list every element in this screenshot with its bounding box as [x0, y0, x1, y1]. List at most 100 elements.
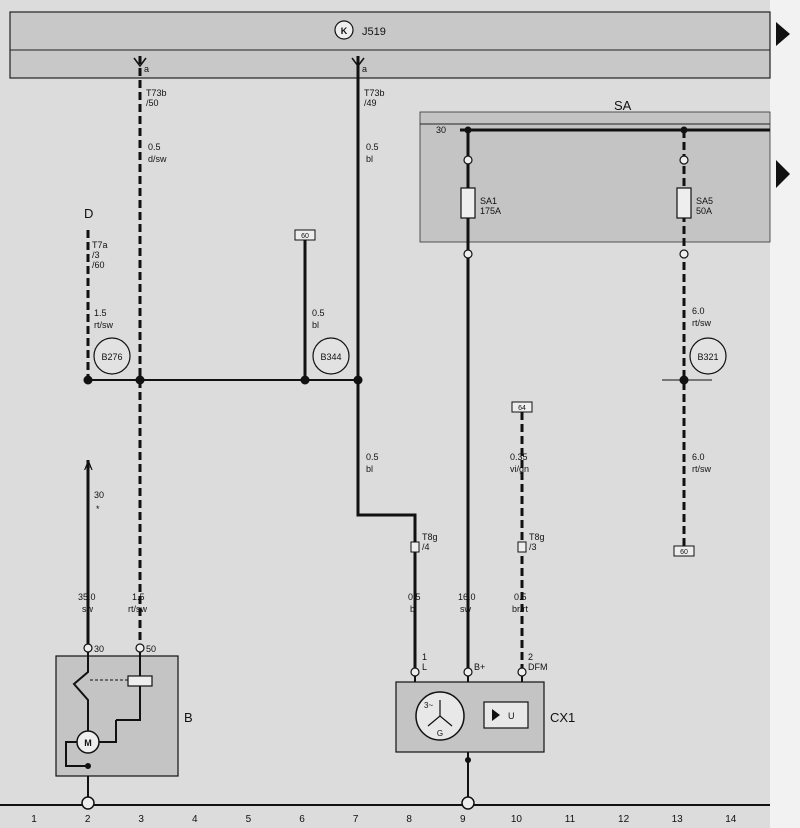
right-margin — [770, 0, 800, 828]
splice-dot-col6 — [300, 375, 310, 385]
terminal-cx1-2-label: 2 — [528, 652, 533, 662]
conn-t7a-pin2: /60 — [92, 260, 105, 270]
wire-size-w10-top: 0.35 — [510, 452, 528, 462]
wire-size-w2-a: 35.0 — [78, 592, 96, 602]
conn-t7a-name: T7a — [92, 240, 108, 250]
grid-number: 12 — [618, 814, 630, 825]
fuse-sa5-terminal-bot — [679, 249, 689, 259]
terminal-cx1-1-label: 1 — [422, 652, 427, 662]
bus-30-label: 30 — [436, 125, 446, 135]
ref-col6: 60 — [301, 233, 309, 240]
conn-t7a-pin: /3 — [92, 250, 100, 260]
ground-point-col9 — [461, 796, 475, 810]
arrow-letter-col3: a — [144, 64, 149, 74]
ref-box-col13 — [673, 545, 695, 557]
relay-switch — [72, 652, 89, 740]
splice-dot-col3 — [135, 375, 145, 385]
fuse-sa1-terminal-bot — [463, 249, 473, 259]
sa-label: SA — [614, 98, 632, 113]
conn-t73b-49-name: T73b — [364, 88, 385, 98]
fuse-sa1-terminal-top — [463, 155, 473, 165]
wire-size-w13-bot: 6.0 — [692, 452, 705, 462]
terminal-cx1-2 — [517, 667, 527, 677]
wire-color-w2-d: rt/sw — [94, 320, 113, 330]
splice-dot-col2 — [83, 375, 93, 385]
ground-point-col2 — [81, 796, 95, 810]
node-b321-label: B321 — [697, 352, 718, 362]
bus-dot-col13 — [680, 126, 688, 134]
wire-color-w9: sw — [460, 604, 472, 614]
grid-number: 13 — [672, 814, 684, 825]
wire-color-w13-top: rt/sw — [692, 318, 711, 328]
wire-color-w7-mid: bl — [366, 464, 373, 474]
conn-t73b-50-name: T73b — [146, 88, 167, 98]
label-cx1: CX1 — [550, 710, 575, 725]
grid-number: 6 — [299, 814, 305, 825]
node-b344-label: B344 — [320, 352, 341, 362]
grid-number: 5 — [246, 814, 252, 825]
relay-coil — [127, 675, 153, 687]
wire-color-w8: bl — [410, 604, 417, 614]
motor-label: M — [84, 738, 92, 748]
grid-number: 9 — [460, 814, 466, 825]
terminal-b-30-label: 30 — [94, 644, 104, 654]
component-b-starter: 30 50 M — [55, 643, 179, 777]
wire-color-w3-top: d/sw — [148, 154, 167, 164]
grid-number: 14 — [725, 814, 737, 825]
terminal-b-50-label: 50 — [146, 644, 156, 654]
terminal-cx1-dfm-label: DFM — [528, 662, 548, 672]
label-a-value: 30 — [94, 490, 104, 500]
grid-number: 7 — [353, 814, 359, 825]
node-b276 — [93, 337, 131, 375]
fuse-sa5 — [676, 187, 692, 219]
j519-label: J519 — [362, 26, 386, 38]
grid-number: 2 — [85, 814, 91, 825]
conn-t8g-4-pin: /4 — [422, 542, 430, 552]
terminal-cx1-b — [463, 667, 473, 677]
ref-box-col6 — [294, 229, 316, 241]
grid-number: 3 — [138, 814, 144, 825]
fuse-sa1 — [460, 187, 476, 219]
splice-dot-col7 — [353, 375, 363, 385]
terminal-b-50 — [135, 643, 145, 653]
wire-size-w7-mid: 0.5 — [366, 452, 379, 462]
conn-t8g-3-name: T8g — [529, 532, 545, 542]
wire-color-w10-top: vi/gn — [510, 464, 529, 474]
generator-sub-label: 3~ — [424, 701, 433, 710]
control-unit-j519: K J519 — [9, 11, 790, 79]
continuation-arrow-top — [776, 22, 790, 46]
label-d: D — [84, 206, 93, 221]
wire-color-w3-bot: rt/sw — [128, 604, 147, 614]
terminal-cx1-b-label: B+ — [474, 662, 485, 672]
grid-number: 10 — [511, 814, 523, 825]
wire-size-w2-d: 1.5 — [94, 308, 107, 318]
arrow-letter-col7: a — [362, 64, 367, 74]
component-cx1-alternator: 1 L B+ 2 DFM 3~ G U — [395, 652, 548, 753]
ref-col13: 60 — [680, 549, 688, 556]
regulator-label: U — [508, 711, 515, 721]
wire-size-w9: 16.0 — [458, 592, 476, 602]
terminal-cx1-1 — [410, 667, 420, 677]
conn-t8g-3-pin: /3 — [529, 542, 537, 552]
conn-t8g-4-name: T8g — [422, 532, 438, 542]
node-b321 — [689, 337, 727, 375]
bus-dot-col9 — [464, 126, 472, 134]
wire-size-w3-top: 0.5 — [148, 142, 161, 152]
terminal-cx1-l-label: L — [422, 662, 427, 672]
generator-label: G — [437, 729, 443, 738]
node-b344 — [312, 337, 350, 375]
conn-t73b-49-pin: /49 — [364, 98, 377, 108]
k-symbol — [334, 20, 354, 40]
wire-col7 — [356, 56, 417, 672]
grid-number: 8 — [406, 814, 412, 825]
splice-dot-col13 — [679, 375, 689, 385]
wire-color-w6: bl — [312, 320, 319, 330]
fuse-sa5-terminal-top — [679, 155, 689, 165]
continuation-arrow-mid — [776, 160, 790, 188]
label-a-star: * — [96, 504, 100, 514]
ref-box-col10 — [511, 401, 533, 413]
label-a: A — [84, 458, 93, 473]
wire-size-w13-top: 6.0 — [692, 306, 705, 316]
node-b276-label: B276 — [101, 352, 122, 362]
